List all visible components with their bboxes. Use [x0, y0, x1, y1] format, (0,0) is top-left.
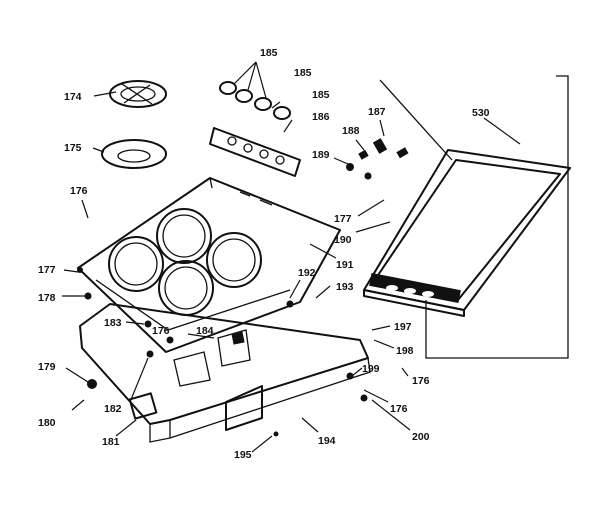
callout-188: 188 — [342, 125, 360, 137]
callout-530: 530 — [472, 107, 490, 119]
callout-185-a: 185 — [260, 47, 278, 59]
callout-193: 193 — [336, 281, 354, 293]
callout-191: 191 — [336, 259, 354, 271]
callout-labels: 174 175 176 177 178 179 180 181 182 183 … — [38, 47, 490, 461]
callout-192: 192 — [298, 267, 316, 279]
callout-187: 187 — [368, 106, 386, 118]
callout-176-d: 176 — [390, 403, 408, 415]
cooktop-frame — [77, 177, 341, 353]
callout-194: 194 — [318, 435, 336, 447]
callout-176-b: 176 — [152, 325, 170, 337]
callout-182: 182 — [104, 403, 122, 415]
glass-top-530 — [363, 149, 571, 317]
leader-lines — [62, 61, 521, 453]
callout-199: 199 — [362, 363, 380, 375]
drip-pan-175 — [101, 139, 167, 169]
callout-178: 178 — [38, 292, 56, 304]
callout-180: 180 — [38, 417, 56, 429]
group-bracket — [556, 75, 569, 359]
callout-175: 175 — [64, 142, 82, 154]
callout-197: 197 — [394, 321, 412, 333]
callout-184: 184 — [196, 325, 214, 337]
switch-parts — [346, 138, 409, 180]
callout-200: 200 — [412, 431, 430, 443]
callout-198: 198 — [396, 345, 414, 357]
callout-176-a: 176 — [70, 185, 88, 197]
callout-185-c: 185 — [312, 89, 330, 101]
callout-177-b: 177 — [334, 213, 352, 225]
control-knobs-185 — [219, 81, 291, 120]
callout-179: 179 — [38, 361, 56, 373]
callout-195: 195 — [234, 449, 252, 461]
callout-174: 174 — [64, 91, 82, 103]
callout-189: 189 — [312, 149, 330, 161]
callout-186: 186 — [312, 111, 330, 123]
callout-183: 183 — [104, 317, 122, 329]
callout-177-a: 177 — [38, 264, 56, 276]
callout-181: 181 — [102, 436, 120, 448]
burner-rings — [108, 208, 262, 316]
bracket-guide — [379, 79, 558, 359]
fasteners — [77, 267, 368, 437]
callout-176-c: 176 — [412, 375, 430, 387]
callout-185-b: 185 — [294, 67, 312, 79]
control-panel-186 — [209, 127, 301, 177]
lower-housing — [79, 303, 371, 443]
callout-190: 190 — [334, 234, 352, 246]
surface-element-174 — [109, 80, 167, 108]
